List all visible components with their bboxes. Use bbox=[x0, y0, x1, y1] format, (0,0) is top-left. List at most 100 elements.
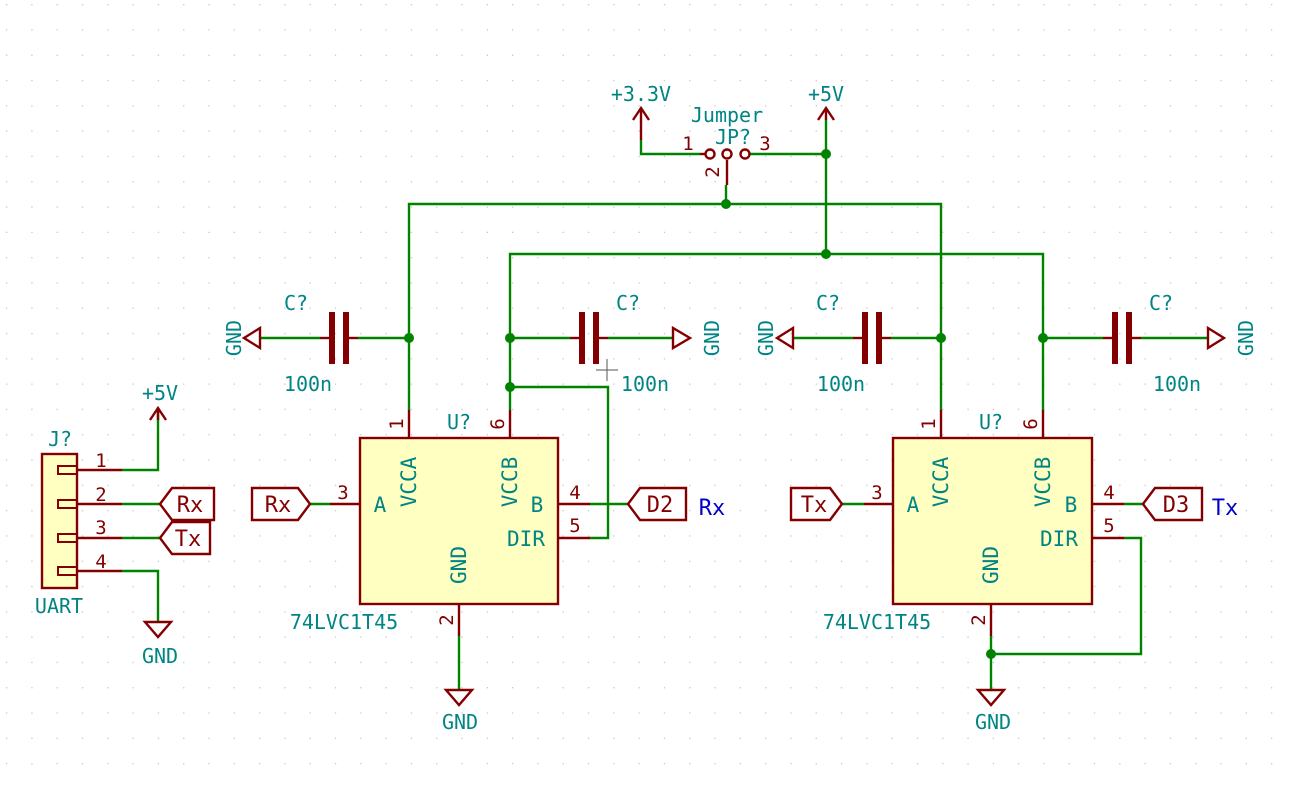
ic-u1-body bbox=[358, 436, 560, 606]
capacitor-c2[interactable]: C? 100n bbox=[570, 291, 669, 396]
gnd-label-c1: GND bbox=[222, 320, 246, 356]
ic-u1-pins bbox=[330, 410, 590, 636]
label-text: D2 bbox=[647, 493, 674, 518]
label-u2-tx[interactable]: Tx bbox=[789, 486, 844, 522]
connector-pin-number: 1 bbox=[95, 450, 106, 472]
jumper-value: Jumper bbox=[691, 103, 763, 127]
gnd-symbol-c4[interactable]: GND bbox=[1206, 320, 1258, 356]
pin-name-b: B bbox=[1065, 493, 1078, 517]
capacitor-value: 100n bbox=[1153, 372, 1201, 396]
pin-number-vccb: 6 bbox=[1020, 418, 1042, 429]
label-u2-d3[interactable]: D3 bbox=[1141, 486, 1204, 522]
wire-vccb-rail bbox=[508, 252, 1045, 410]
pin-number-a: 3 bbox=[871, 482, 882, 504]
gnd-symbol-u1[interactable]: GND bbox=[442, 688, 478, 734]
ic-u2[interactable]: A B DIR VCCA VCCB GND 1 6 3 4 5 2 U? 74L… bbox=[823, 410, 1124, 636]
gnd-symbol-u2[interactable]: GND bbox=[975, 688, 1011, 734]
junction bbox=[404, 333, 414, 343]
capacitor-c3[interactable]: C? 100n bbox=[816, 291, 891, 396]
junction bbox=[1038, 333, 1048, 343]
connector-pin-number: 4 bbox=[95, 551, 106, 573]
label-text: D3 bbox=[1163, 493, 1190, 518]
power-5v-uart-symbol[interactable]: +5V bbox=[142, 381, 178, 421]
wire-vcca-rail bbox=[407, 202, 943, 410]
jumper-pin2: 2 bbox=[702, 166, 724, 177]
pin-number-vcca: 1 bbox=[386, 418, 408, 429]
capacitor-c4[interactable]: C? 100n bbox=[1103, 291, 1201, 396]
background-grid bbox=[6, 4, 1273, 765]
gnd-label-c3: GND bbox=[754, 320, 778, 356]
capacitor-ref: C? bbox=[1149, 291, 1173, 315]
pin-name-gnd: GND bbox=[447, 546, 471, 584]
pin-number-b: 4 bbox=[569, 482, 580, 504]
ic-u1-ref: U? bbox=[447, 410, 471, 434]
junction bbox=[936, 333, 946, 343]
jumper-pin3: 3 bbox=[759, 133, 770, 155]
wire-uart-gnd bbox=[122, 569, 160, 622]
label-text: Tx bbox=[801, 493, 828, 518]
power-5v-label: +5V bbox=[808, 82, 844, 106]
uart-connector[interactable]: J? UART 1 2 3 4 bbox=[35, 427, 122, 618]
pin-number-dir: 5 bbox=[569, 515, 580, 537]
label-u1-d2[interactable]: D2 bbox=[626, 486, 688, 522]
ic-u1-value: 74LVC1T45 bbox=[290, 610, 398, 634]
pin-name-a: A bbox=[374, 493, 387, 517]
pin-name-b: B bbox=[531, 493, 544, 517]
jumper-jp[interactable]: Jumper JP? 1 3 2 bbox=[682, 103, 771, 185]
note-tx: Tx bbox=[1212, 496, 1239, 521]
gnd-label-c2: GND bbox=[700, 320, 724, 356]
pin-number-vccb: 6 bbox=[487, 418, 509, 429]
gnd-symbol-uart[interactable]: GND bbox=[142, 620, 178, 668]
wire-u2-dir-gnd bbox=[991, 536, 1143, 656]
label-u1-rx[interactable]: Rx bbox=[250, 486, 312, 522]
label-text: Tx bbox=[175, 527, 202, 552]
wire-3v3-jumper bbox=[639, 140, 700, 156]
ic-u1[interactable]: A B DIR VCCA VCCB GND 1 6 3 4 5 2 U? 74L… bbox=[290, 410, 590, 636]
pin-name-dir: DIR bbox=[1040, 527, 1078, 551]
power-5v-symbol[interactable]: +5V bbox=[808, 82, 844, 121]
wire-u1-dir-vccb bbox=[510, 385, 610, 540]
junction bbox=[505, 333, 515, 343]
junction bbox=[721, 199, 731, 209]
pin-name-a: A bbox=[907, 493, 920, 517]
pin-name-vccb: VCCB bbox=[1031, 457, 1055, 508]
connector-pin-number: 3 bbox=[95, 517, 106, 539]
ic-u2-value: 74LVC1T45 bbox=[823, 610, 931, 634]
pin-name-vcca: VCCA bbox=[929, 456, 953, 507]
pin-name-vcca: VCCA bbox=[397, 456, 421, 507]
capacitor-c1[interactable]: C? 100n bbox=[284, 291, 358, 396]
gnd-symbol-c3[interactable]: GND bbox=[754, 320, 795, 356]
gnd-label-u1: GND bbox=[442, 710, 478, 734]
junction bbox=[821, 149, 831, 159]
pin-number-dir: 5 bbox=[1103, 515, 1114, 537]
connector-body bbox=[40, 452, 79, 590]
ic-u2-ref: U? bbox=[979, 410, 1003, 434]
junction bbox=[821, 249, 831, 259]
label-uart-tx[interactable]: Tx bbox=[158, 520, 212, 556]
capacitor-value: 100n bbox=[817, 372, 865, 396]
pin-number-gnd: 2 bbox=[968, 614, 990, 625]
gnd-label-uart: GND bbox=[142, 644, 178, 668]
ic-u2-pins bbox=[864, 410, 1124, 636]
capacitor-ref: C? bbox=[616, 291, 640, 315]
pin-number-gnd: 2 bbox=[436, 614, 458, 625]
pin-number-a: 3 bbox=[337, 482, 348, 504]
pin-number-vcca: 1 bbox=[918, 418, 940, 429]
label-text: Rx bbox=[177, 493, 204, 518]
power-3v3-symbol[interactable]: +3.3V bbox=[611, 82, 671, 140]
power-3v3-label: +3.3V bbox=[611, 82, 671, 106]
pin-number-b: 4 bbox=[1103, 482, 1114, 504]
connector-ref: J? bbox=[48, 427, 72, 451]
gnd-symbol-c2[interactable]: GND bbox=[671, 320, 724, 356]
jumper-pin1: 1 bbox=[682, 133, 693, 155]
gnd-label-c4: GND bbox=[1234, 320, 1258, 356]
label-text: Rx bbox=[265, 493, 292, 518]
gnd-symbol-c1[interactable]: GND bbox=[222, 320, 262, 356]
wires bbox=[122, 120, 1208, 690]
capacitor-ref: C? bbox=[816, 291, 840, 315]
label-uart-rx[interactable]: Rx bbox=[158, 486, 216, 522]
pin-name-gnd: GND bbox=[979, 546, 1003, 584]
pin-name-vccb: VCCB bbox=[498, 457, 522, 508]
ic-u2-body bbox=[891, 436, 1094, 606]
